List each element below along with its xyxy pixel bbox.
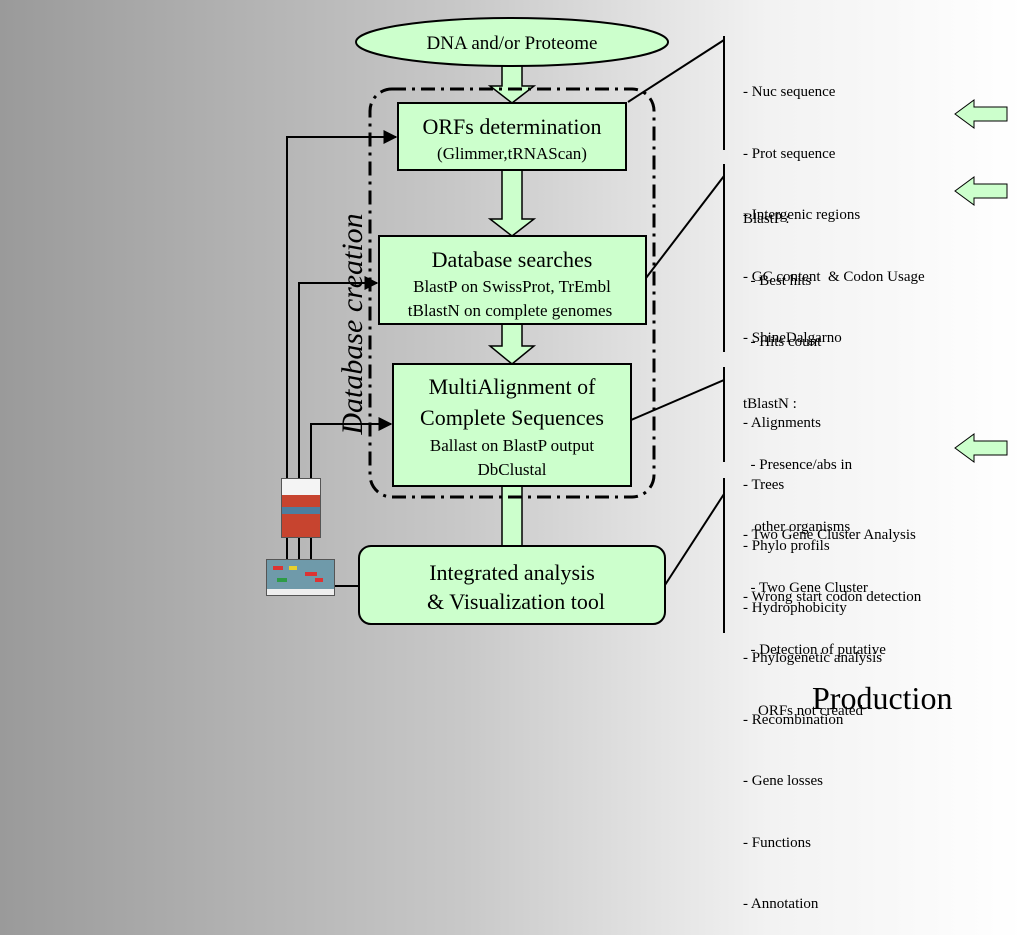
- note-item: - Annotation: [743, 896, 819, 912]
- note-item: - Functions: [743, 834, 811, 851]
- note-item: - ShineDalgarno: [743, 330, 842, 346]
- pipeline-diagram: DNA and/or Proteome ORFs determination (…: [286, 17, 1008, 633]
- note-brackets: [627, 36, 725, 633]
- flow-arrow: [487, 323, 537, 365]
- note-item: BlastP :: [743, 211, 790, 227]
- left-arrow-icon: [954, 99, 1008, 129]
- flow-arrow: [487, 169, 537, 237]
- note-item: - Intergenic regions: [743, 207, 861, 223]
- note-item: - Prot sequence: [743, 145, 836, 162]
- alignment-notes: - Alignments - Trees - Phylo profils - H…: [743, 372, 847, 639]
- orfs-notes: - Nuc sequence - Prot sequence - Interge…: [743, 41, 925, 369]
- database-searches-step: [378, 235, 647, 325]
- database-searches-title: Database searches: [432, 247, 593, 272]
- note-item: - Phylogenetic analysis: [743, 650, 883, 666]
- note-item: - Hits count: [743, 334, 822, 350]
- database-searches-line: BlastP on SwissProt, TrEmbl: [413, 277, 611, 296]
- left-arrow-icon: [954, 176, 1008, 206]
- input-node-label: DNA and/or Proteome: [427, 33, 598, 54]
- note-item: other organisms: [743, 518, 851, 535]
- note-item: tBlastN :: [743, 395, 797, 412]
- database-searches-line: tBlastN on complete genomes: [408, 301, 612, 320]
- multialignment-title: MultiAlignment of: [429, 374, 597, 399]
- integrated-analysis-label: Integrated analysis: [429, 560, 595, 585]
- flow-arrow: [487, 63, 537, 104]
- multialignment-step: [392, 363, 632, 487]
- note-item: - GC content & Codon Usage: [743, 268, 925, 285]
- note-item: - Trees: [743, 476, 785, 493]
- flow-arrow: [501, 485, 523, 547]
- note-item: - Recombination: [743, 711, 844, 728]
- orfs-step-tools: (Glimmer,tRNAScan): [437, 144, 587, 163]
- note-item: - Two Gene Cluster Analysis: [743, 527, 916, 543]
- orfs-step: [397, 102, 627, 171]
- note-item: - Presence/abs in: [743, 457, 853, 473]
- production-label: Production: [812, 680, 953, 716]
- screenshot-thumbnail-icon: [266, 559, 335, 596]
- database-creation-label: Database creation: [336, 213, 369, 435]
- note-item: ORFs not created: [743, 703, 863, 719]
- multialignment-title: Complete Sequences: [420, 405, 604, 430]
- note-item: - Nuc sequence: [743, 84, 836, 100]
- note-item: - Best hits: [743, 272, 812, 289]
- note-item: - Detection of putative: [743, 641, 886, 658]
- left-arrow-icon: [954, 433, 1008, 463]
- multialignment-line: DbClustal: [478, 460, 547, 479]
- multialignment-line: Ballast on BlastP output: [430, 436, 594, 455]
- note-item: - Alignments: [743, 415, 821, 431]
- integrated-analysis-label: & Visualization tool: [427, 589, 605, 614]
- orfs-step-title: ORFs determination: [422, 114, 601, 139]
- note-item: - Two Gene Cluster: [743, 580, 868, 596]
- note-item: - Hydrophobicity: [743, 599, 847, 616]
- search-notes: BlastP : - Best hits - Hits count tBlast…: [743, 168, 886, 742]
- input-node: [355, 17, 669, 67]
- note-item: - Wrong start codon detection: [743, 588, 922, 605]
- screenshot-thumbnail-icon: [281, 478, 321, 538]
- database-creation-group: [368, 87, 656, 499]
- note-item: - Phylo profils: [743, 538, 830, 554]
- note-item: - Gene losses: [743, 773, 823, 789]
